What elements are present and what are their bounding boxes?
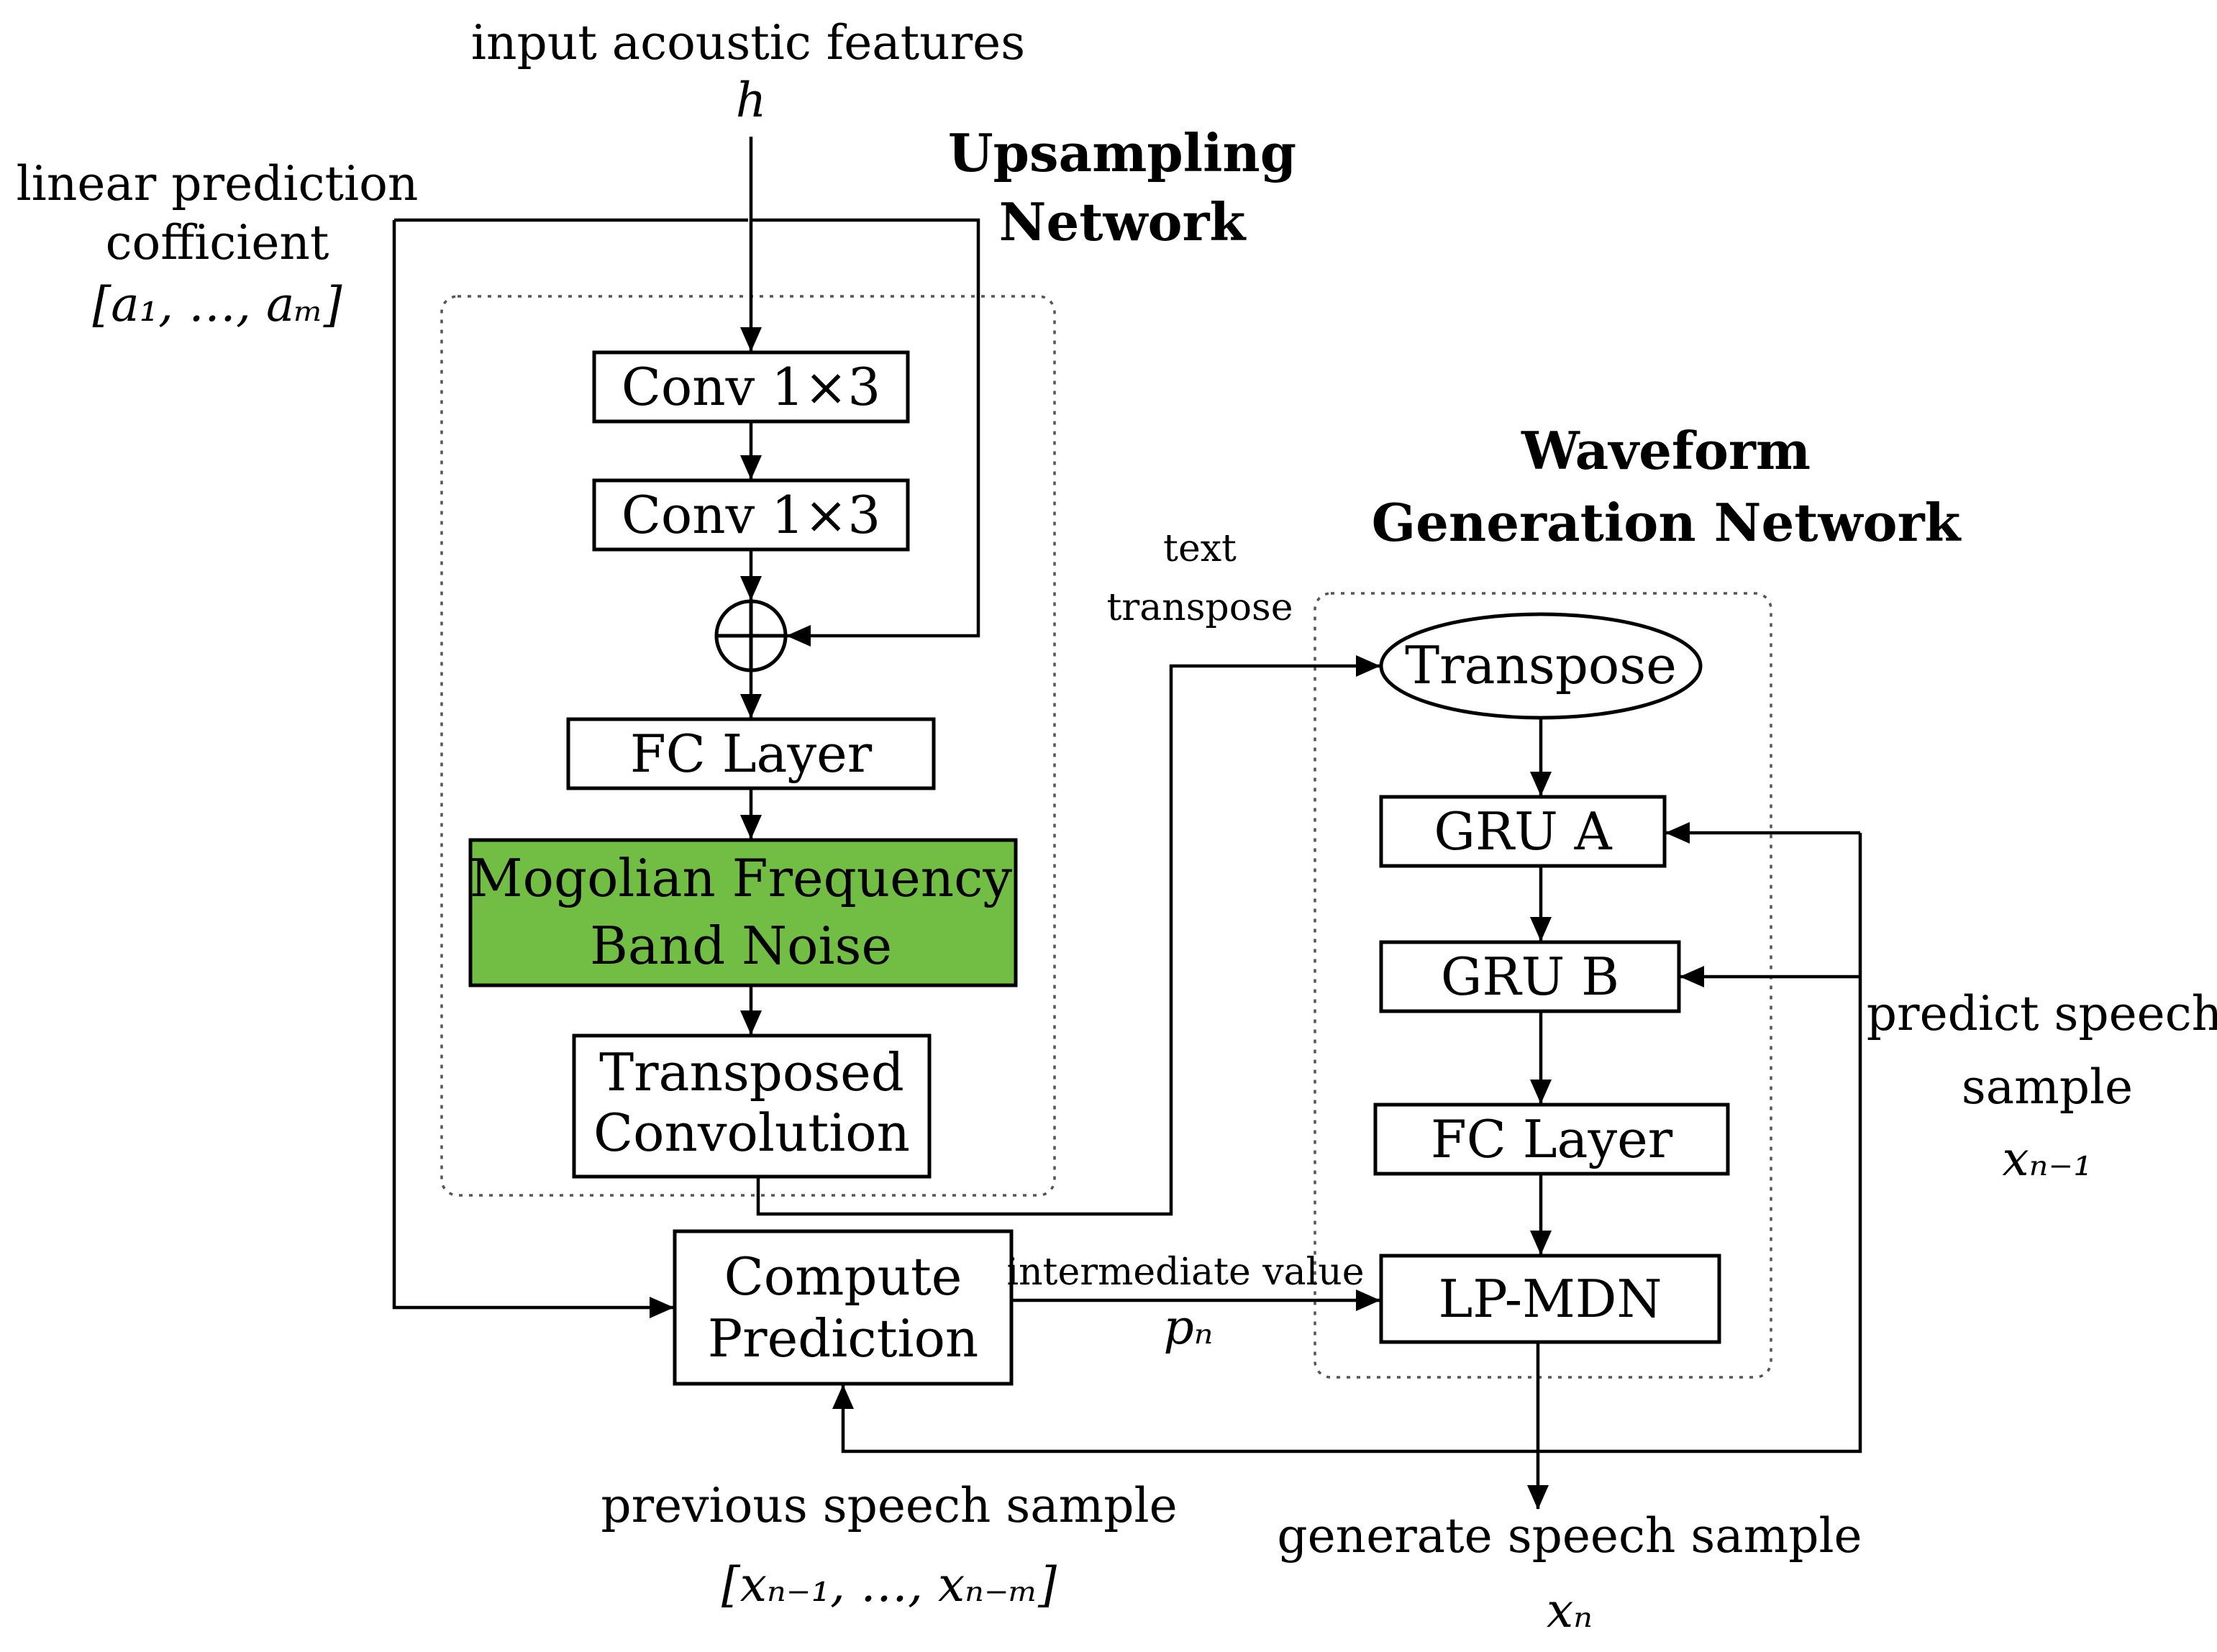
gru-a-box xyxy=(1379,795,1667,868)
noise-box xyxy=(468,838,1018,987)
generate-sample-symbol: xₙ xyxy=(1547,1583,1593,1638)
lp-mdn-block: LP-MDN xyxy=(1379,1254,1721,1344)
predict-sample-symbol: xₙ₋₁ xyxy=(2002,1131,2092,1187)
transpose-label: Transpose xyxy=(1405,635,1677,695)
transpose-block: Transpose xyxy=(1379,612,1703,720)
compute-prediction-line1: Compute xyxy=(724,1246,962,1307)
fc-layer-wave-block: FC Layer xyxy=(1373,1103,1730,1176)
fc-layer-up-label: FC Layer xyxy=(630,724,873,784)
fc-layer-up-box xyxy=(566,717,936,790)
gru-b-box xyxy=(1379,940,1681,1013)
upsampling-network-frame xyxy=(440,295,1056,1197)
previous-sample-label: previous speech sample xyxy=(601,1478,1177,1533)
compute-prediction-box xyxy=(673,1229,1014,1386)
edge-feedback-loop xyxy=(832,833,1862,1454)
waveform-network-frame xyxy=(1314,592,1772,1379)
gru-b-block: GRU B xyxy=(1379,940,1681,1013)
compute-prediction-line2: Prediction xyxy=(708,1308,979,1369)
transposed-conv-block: Transposed Convolution xyxy=(572,1033,932,1179)
transposed-conv-label-line2: Convolution xyxy=(593,1103,910,1163)
transposed-conv-box xyxy=(572,1033,932,1179)
waveform-title-line2: Generation Network xyxy=(1372,492,1962,553)
conv1-block: Conv 1×3 xyxy=(592,350,910,424)
conv2-box xyxy=(592,478,910,552)
intermediate-value-symbol: pₙ xyxy=(1164,1300,1214,1355)
edge-transposed-to-transpose xyxy=(756,655,1380,1216)
noise-label-line1: Mogolian Frequency xyxy=(470,848,1012,908)
conv1-label: Conv 1×3 xyxy=(622,357,880,417)
input-acoustic-symbol: h xyxy=(736,73,767,128)
predict-sample-label-line2: sample xyxy=(1962,1059,2133,1115)
edge-skip-to-sum xyxy=(751,218,980,647)
upsampling-title-line2: Network xyxy=(999,191,1247,252)
lp-mdn-label: LP-MDN xyxy=(1438,1269,1662,1329)
gru-b-label: GRU B xyxy=(1441,946,1619,1007)
upsampling-title-line1: Upsampling xyxy=(948,122,1296,183)
conv2-block: Conv 1×3 xyxy=(592,478,910,552)
noise-label-line2: Band Noise xyxy=(590,916,892,976)
text-transpose-label-line1: text xyxy=(1163,527,1237,570)
sum-node xyxy=(714,599,788,672)
waveform-title-line1: Waveform xyxy=(1521,420,1811,481)
conv2-label: Conv 1×3 xyxy=(622,485,880,545)
fc-layer-wave-label: FC Layer xyxy=(1431,1109,1673,1169)
gru-a-block: GRU A xyxy=(1379,795,1667,868)
lpc-label-line2: cofficient xyxy=(106,215,329,270)
noise-block: Mogolian Frequency Band Noise xyxy=(468,838,1018,987)
input-acoustic-label: input acoustic features xyxy=(471,15,1025,70)
lpc-symbol: [a₁, …, aₘ] xyxy=(92,277,342,332)
compute-prediction-block: Compute Prediction xyxy=(673,1229,1014,1386)
previous-sample-symbol: [xₙ₋₁, …, xₙ₋ₘ] xyxy=(721,1557,1057,1612)
gru-a-label: GRU A xyxy=(1434,801,1612,862)
fc-layer-wave-box xyxy=(1373,1103,1730,1176)
fc-layer-up-block: FC Layer xyxy=(566,717,936,790)
lp-mdn-box xyxy=(1379,1254,1721,1344)
intermediate-value-label: intermediate value xyxy=(1006,1251,1364,1294)
edge-lpc-down xyxy=(392,220,674,1318)
generate-sample-label: generate speech sample xyxy=(1277,1508,1862,1564)
text-transpose-label-line2: transpose xyxy=(1107,586,1293,629)
lpc-label-line1: linear prediction xyxy=(17,156,419,211)
transposed-conv-label-line1: Transposed xyxy=(599,1042,904,1103)
predict-sample-label-line1: predict speech xyxy=(1867,986,2217,1041)
